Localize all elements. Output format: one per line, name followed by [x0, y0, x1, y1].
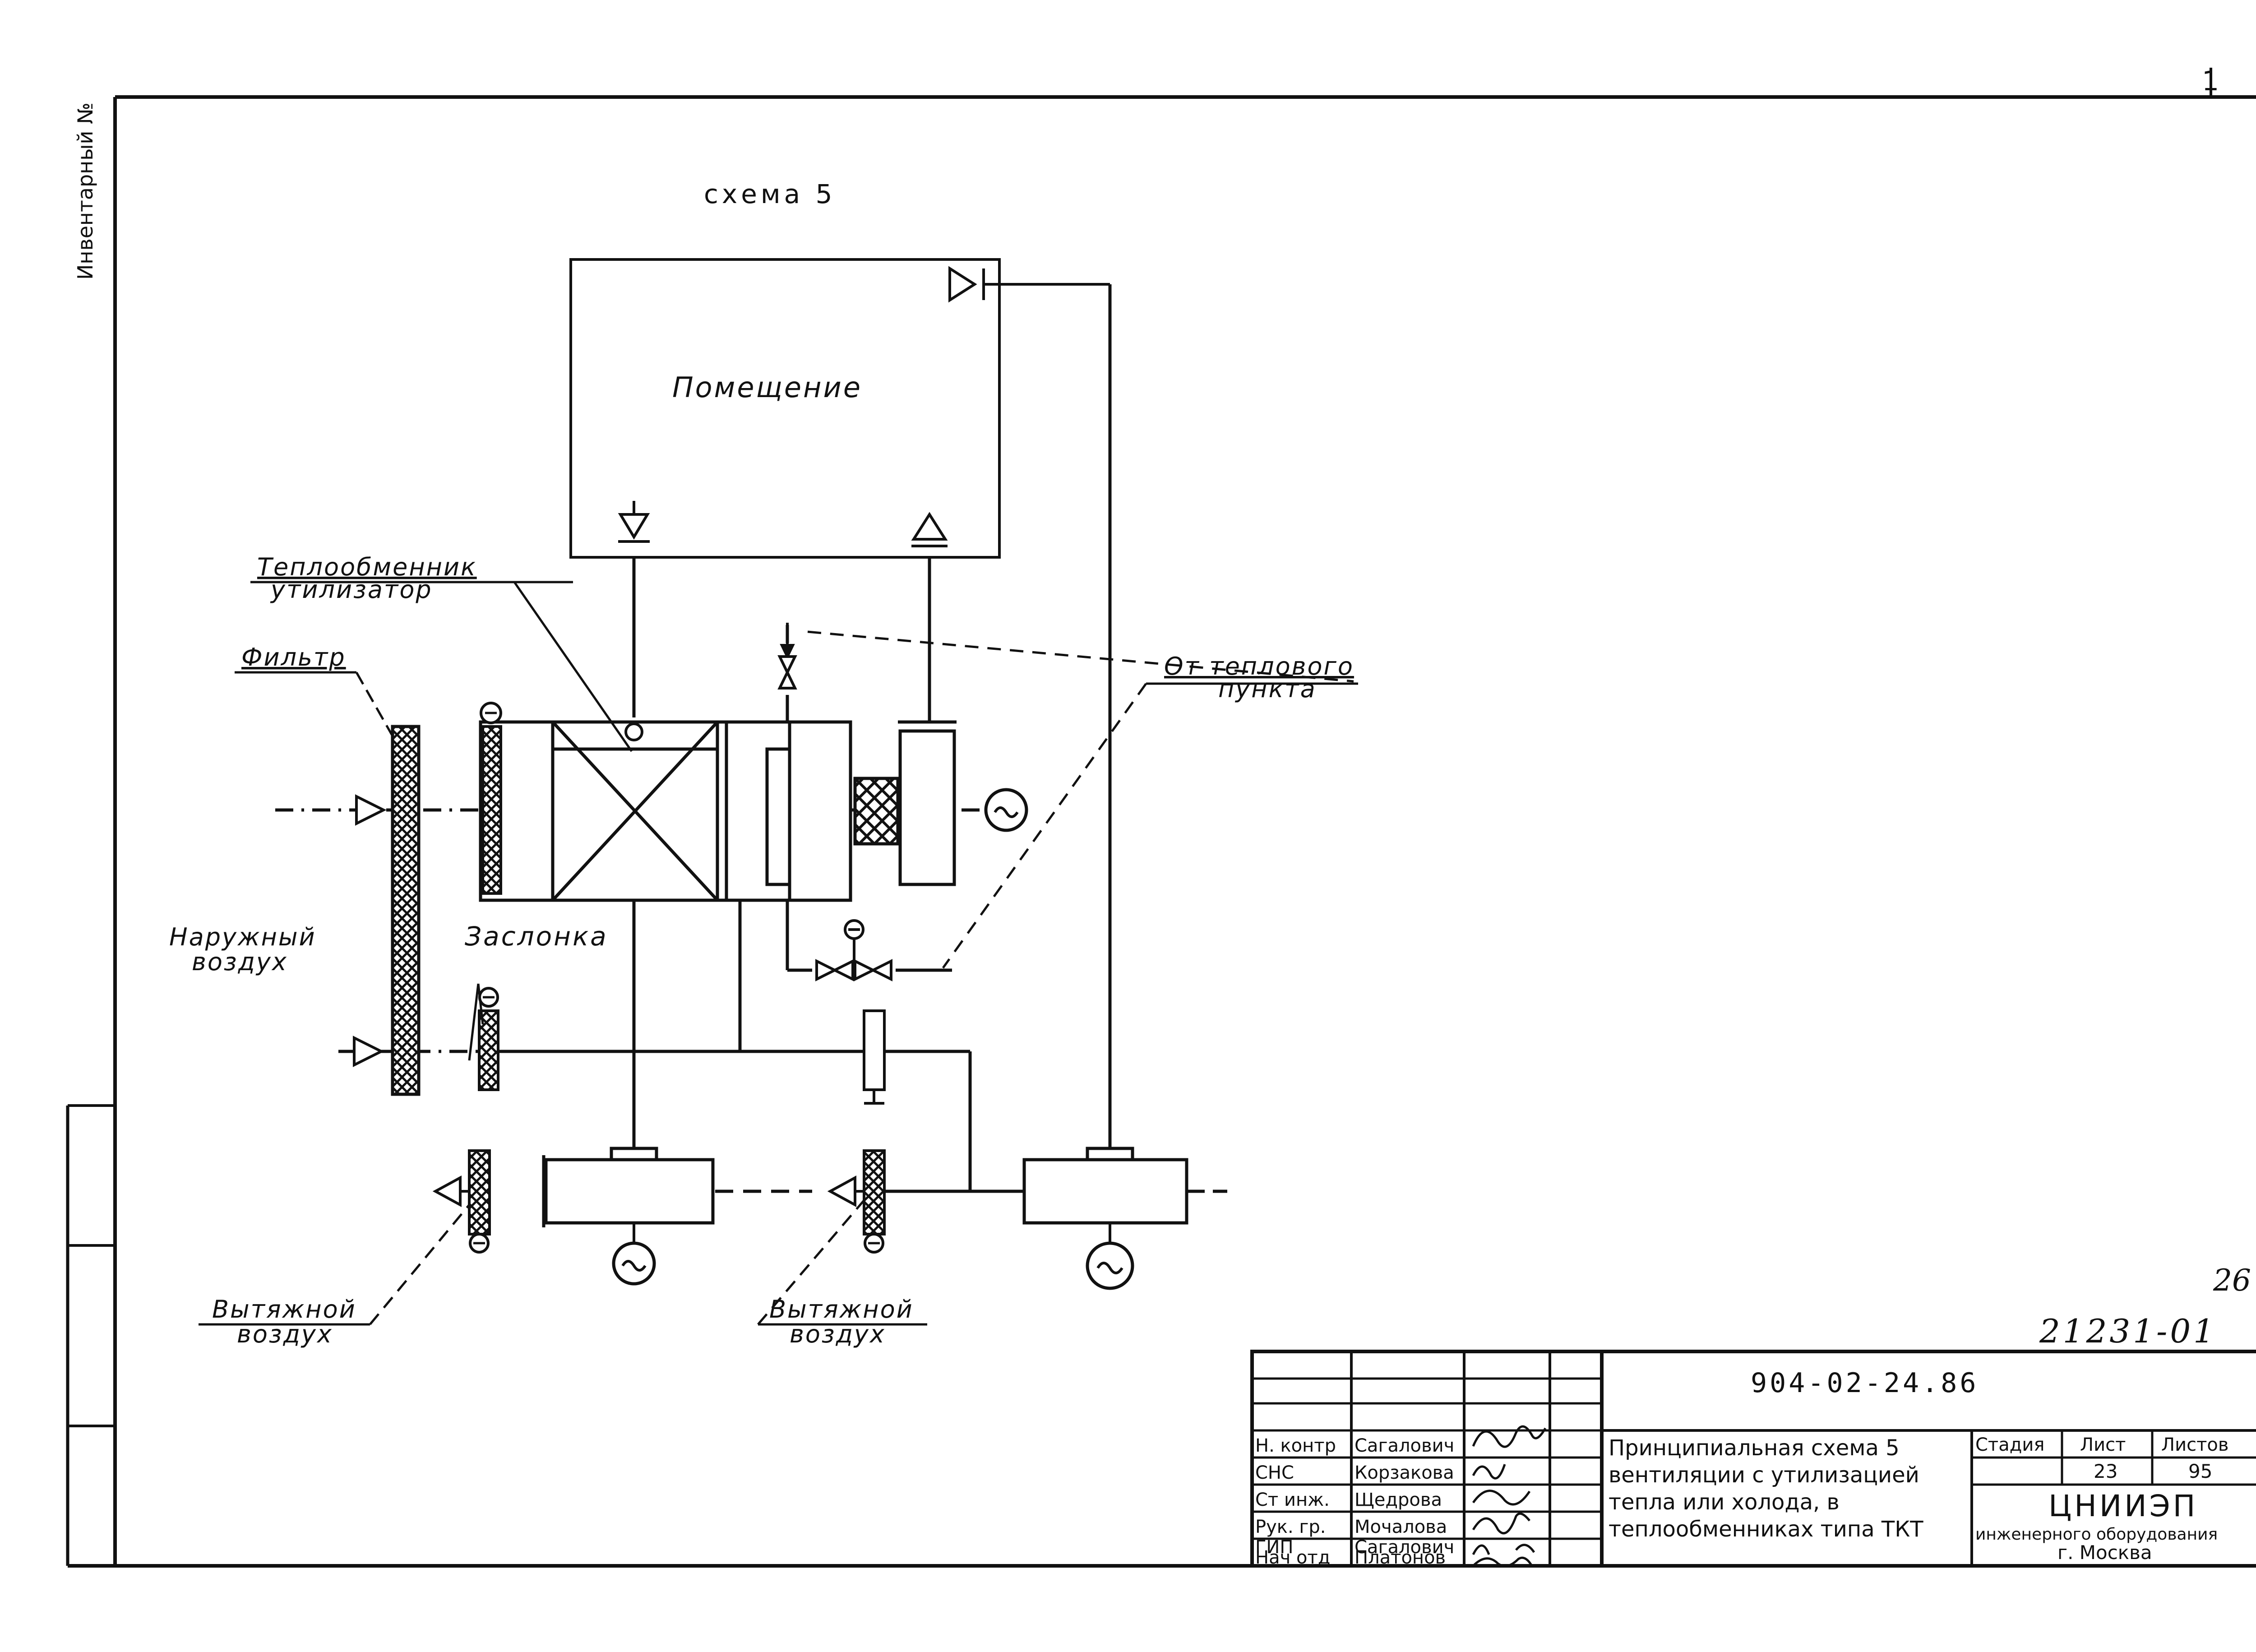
leader-lines	[199, 581, 1358, 1326]
role-4: ГИП	[1255, 1537, 1293, 1558]
supply-fan-motor-icon	[984, 788, 1028, 832]
room-outlet-arrow-icon	[948, 266, 1110, 303]
unit-sensor-icon	[624, 722, 643, 741]
sheet-header: Лист	[2080, 1435, 2126, 1455]
exhaust-damper-2	[827, 1149, 886, 1254]
filter	[391, 725, 421, 1096]
name-4: Сагалович	[1355, 1537, 1454, 1558]
sheet-number: 23	[2094, 1460, 2117, 1482]
document-code: 904-02-24.86	[1751, 1367, 1979, 1399]
name-2: Щедрова	[1355, 1490, 1442, 1510]
damper-2	[478, 987, 499, 1091]
control-valve-icon	[815, 919, 892, 981]
room-label: Помещение	[672, 371, 862, 404]
outdoor-air-arrow-icon	[353, 794, 387, 1067]
name-1: Корзакова	[1355, 1462, 1454, 1483]
room-box	[569, 258, 1001, 559]
label-exhaust-air-2: Вытяжной	[769, 1295, 914, 1323]
organization-sub: инженерного оборудования	[1975, 1525, 2218, 1544]
exhaust-grille-icon	[911, 512, 948, 547]
supply-diffuser-icon	[618, 501, 650, 543]
archive-code: 21231-01	[2039, 1312, 2217, 1350]
label-from-heat-point: От теплового	[1164, 652, 1354, 680]
heat-supply-arrow-icon	[780, 623, 795, 660]
schema-title: схема 5	[704, 179, 836, 209]
exhaust-fan-1	[542, 1147, 715, 1227]
damper-1	[480, 702, 502, 895]
thermostat-device	[863, 1009, 886, 1105]
label-heat-exchanger-2: утилизатор	[270, 575, 433, 604]
signatures	[1472, 1425, 1547, 1568]
description-line-2: тепла или холода, в	[1609, 1490, 1840, 1515]
label-exhaust-air-1-2: воздух	[237, 1320, 333, 1348]
air-handling-unit	[479, 720, 852, 902]
sheets-header: Листов	[2161, 1435, 2228, 1455]
role-0: Н. контр	[1255, 1435, 1336, 1456]
label-exhaust-air-1: Вытяжной	[212, 1295, 356, 1323]
description-line-0: Принципиальная схема 5	[1609, 1435, 1900, 1461]
sheets-total: 95	[2188, 1460, 2212, 1482]
exhaust-fan-2	[1022, 1147, 1188, 1225]
roles-column: Н. контр СНС Ст инж. Рук. гр. ГИП Нач от…	[1255, 1435, 1336, 1568]
drawing-frame	[66, 68, 2256, 1568]
exhaust-fan-1-motor-icon	[612, 1223, 656, 1286]
label-heat-exchanger: Теплообменник	[257, 553, 477, 581]
role-5: Нач отд	[1255, 1547, 1330, 1568]
label-exhaust-air-2-2: воздух	[790, 1320, 886, 1348]
role-2: Ст инж.	[1255, 1490, 1330, 1510]
role-3: Рук. гр.	[1255, 1517, 1326, 1537]
exhaust-fan-2-motor-icon	[1086, 1223, 1134, 1290]
label-filter: Фильтр	[241, 643, 346, 671]
shutoff-valve-icon	[777, 655, 797, 689]
city: г. Москва	[2057, 1541, 2152, 1564]
stage-header: Стадия	[1975, 1435, 2044, 1455]
name-0: Сагалович	[1355, 1435, 1454, 1456]
name-5: Платонов	[1355, 1547, 1446, 1568]
label-outdoor-air: Наружный	[169, 923, 316, 951]
label-from-heat-point-2: пункта	[1218, 675, 1317, 703]
supply-fan-housing	[898, 729, 956, 886]
inventory-label: Инвентарный №	[73, 102, 97, 280]
document-description: Принципиальная схема 5 вентиляции с утил…	[1609, 1435, 1923, 1542]
name-3: Мочалова	[1355, 1517, 1447, 1537]
title-block-grid	[1250, 1350, 2256, 1568]
flexible-connector	[853, 777, 900, 846]
exhaust-damper-1	[432, 1149, 491, 1254]
page-mark: 26	[2213, 1263, 2251, 1298]
role-1: СНС	[1255, 1462, 1294, 1483]
corner-mark: 1	[2202, 65, 2219, 97]
description-line-1: вентиляции с утилизацией	[1609, 1462, 1919, 1488]
names-column: Сагалович Корзакова Щедрова Мочалова Саг…	[1355, 1435, 1454, 1568]
label-damper: Заслонка	[465, 921, 608, 952]
label-outdoor-air-2: воздух	[192, 948, 288, 976]
organization: ЦНИИЭП	[2048, 1489, 2198, 1523]
description-line-3: теплообменниках типа ТКТ	[1609, 1517, 1923, 1542]
